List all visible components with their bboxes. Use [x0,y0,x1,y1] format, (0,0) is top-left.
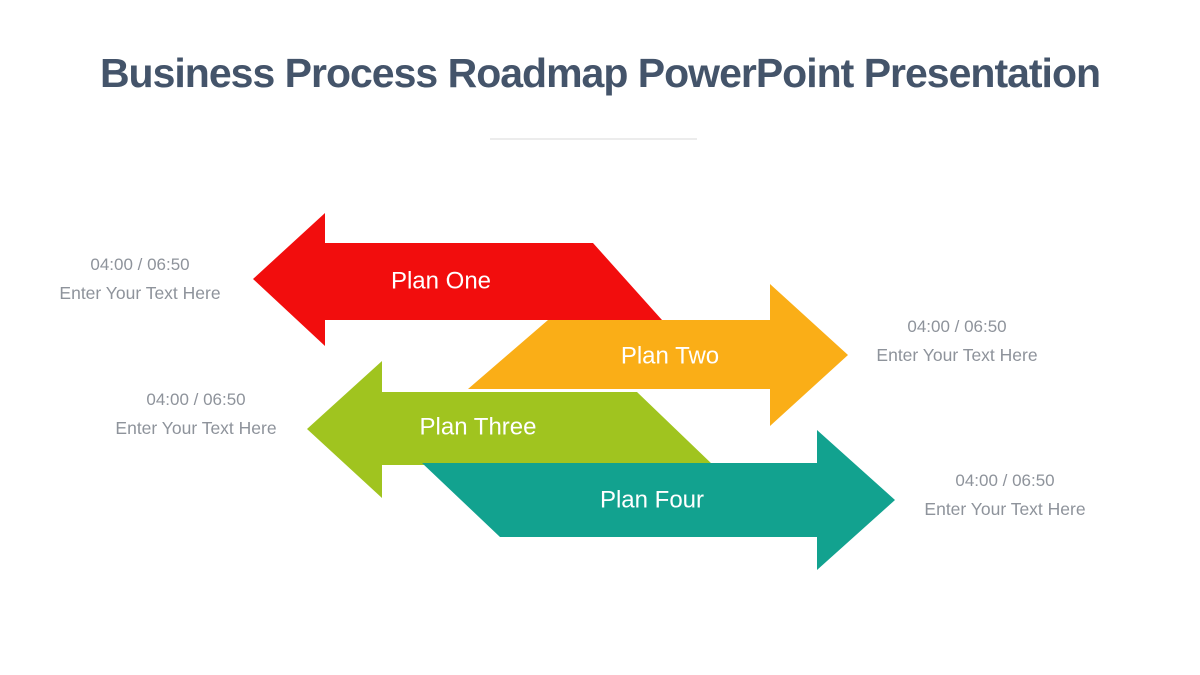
plan-two-arrow [468,284,848,426]
plan-two-label: Plan Two [621,343,719,370]
plan-three-time: 04:00 / 06:50 [146,390,246,409]
plan-two-caption: 04:00 / 06:50 Enter Your Text Here [876,313,1037,369]
plan-one-time: 04:00 / 06:50 [90,255,190,274]
plan-one-label: Plan One [391,268,491,295]
plan-two-time: 04:00 / 06:50 [907,317,1007,336]
plan-four-time: 04:00 / 06:50 [955,471,1055,490]
slide-title: Business Process Roadmap PowerPoint Pres… [99,50,1101,96]
plan-four-placeholder: Enter Your Text Here [924,499,1086,519]
plan-four-arrow [422,430,895,570]
plan-four-caption: 04:00 / 06:50 Enter Your Text Here [924,467,1085,523]
title-divider [490,138,697,140]
plan-one-caption: 04:00 / 06:50 Enter Your Text Here [59,251,220,307]
plan-three-caption: 04:00 / 06:50 Enter Your Text Here [115,386,276,442]
plan-two-placeholder: Enter Your Text Here [876,345,1038,365]
plan-four-label: Plan Four [600,487,704,514]
plan-one-placeholder: Enter Your Text Here [59,283,221,303]
plan-three-placeholder: Enter Your Text Here [115,418,277,438]
plan-three-label: Plan Three [420,414,537,441]
plan-one-arrow [253,213,662,346]
